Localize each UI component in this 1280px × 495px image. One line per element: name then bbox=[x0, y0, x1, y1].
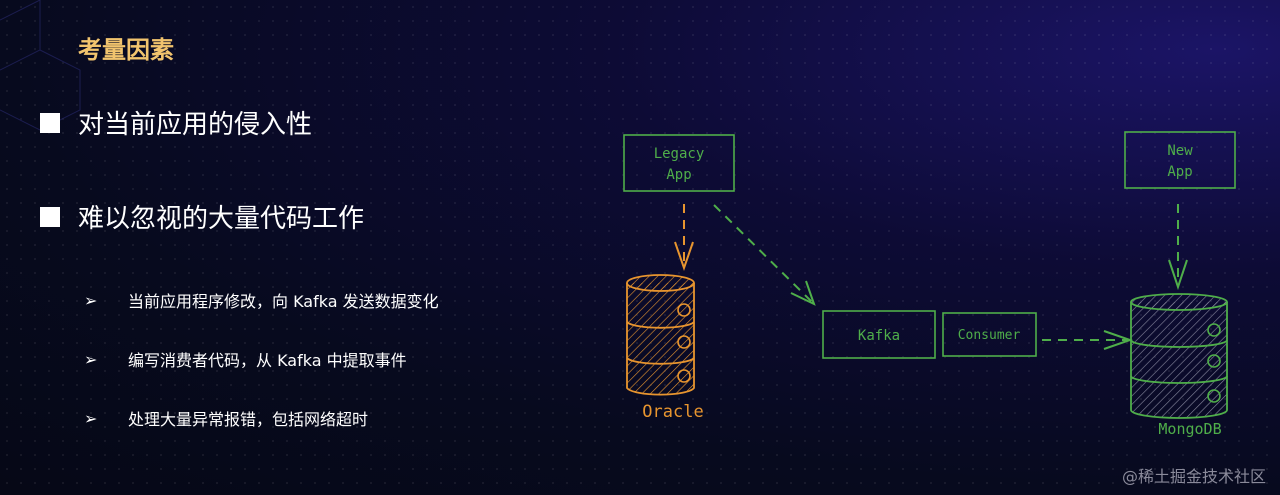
legacy-app-label: Legacy bbox=[654, 146, 705, 162]
arrow-legacy-to-kafka bbox=[713, 204, 816, 306]
kafka-label: Kafka bbox=[858, 328, 900, 344]
new-app-box: New App bbox=[1124, 131, 1236, 189]
square-bullet-icon bbox=[40, 112, 60, 133]
slide-title: 考量因素 bbox=[78, 36, 174, 64]
watermark: @稀土掘金技术社区 bbox=[1121, 467, 1266, 486]
arrow-legacy-to-oracle bbox=[674, 204, 694, 272]
bullet-item: 对当前应用的侵入性 bbox=[40, 104, 312, 141]
legacy-app-box: Legacy App bbox=[623, 134, 735, 192]
sub-bullet-text: 编写消费者代码，从 Kafka 中提取事件 bbox=[128, 351, 407, 370]
mongodb-label: MongoDB bbox=[1158, 420, 1221, 438]
sub-bullet-text: 处理大量异常报错，包括网络超时 bbox=[128, 410, 369, 429]
kafka-box: Kafka bbox=[822, 310, 936, 359]
legacy-app-label: App bbox=[666, 167, 691, 183]
square-bullet-icon bbox=[40, 206, 60, 227]
consumer-box: Consumer bbox=[942, 312, 1037, 357]
arrow-bullet-icon: ➢ bbox=[84, 290, 98, 310]
new-app-label: New bbox=[1167, 143, 1193, 159]
mongodb-database-icon: MongoDB bbox=[1130, 293, 1228, 438]
arrow-newapp-to-mongodb bbox=[1168, 204, 1188, 291]
sub-bullet-item: ➢ 编写消费者代码，从 Kafka 中提取事件 bbox=[84, 347, 407, 371]
arrow-consumer-to-mongodb bbox=[1042, 330, 1134, 350]
sub-bullet-text: 当前应用程序修改，向 Kafka 发送数据变化 bbox=[128, 292, 439, 311]
bullet-text: 难以忽视的大量代码工作 bbox=[78, 204, 365, 234]
consumer-label: Consumer bbox=[958, 328, 1021, 343]
sub-bullet-item: ➢ 处理大量异常报错，包括网络超时 bbox=[84, 406, 368, 430]
bullet-text: 对当前应用的侵入性 bbox=[78, 110, 313, 140]
arrow-bullet-icon: ➢ bbox=[84, 349, 98, 369]
bullet-item: 难以忽视的大量代码工作 bbox=[40, 198, 364, 235]
arrow-bullet-icon: ➢ bbox=[84, 408, 98, 428]
new-app-label: App bbox=[1167, 164, 1192, 180]
sub-bullet-item: ➢ 当前应用程序修改，向 Kafka 发送数据变化 bbox=[84, 288, 439, 312]
oracle-label: Oracle bbox=[642, 402, 703, 422]
oracle-database-icon: Oracle bbox=[626, 274, 704, 422]
